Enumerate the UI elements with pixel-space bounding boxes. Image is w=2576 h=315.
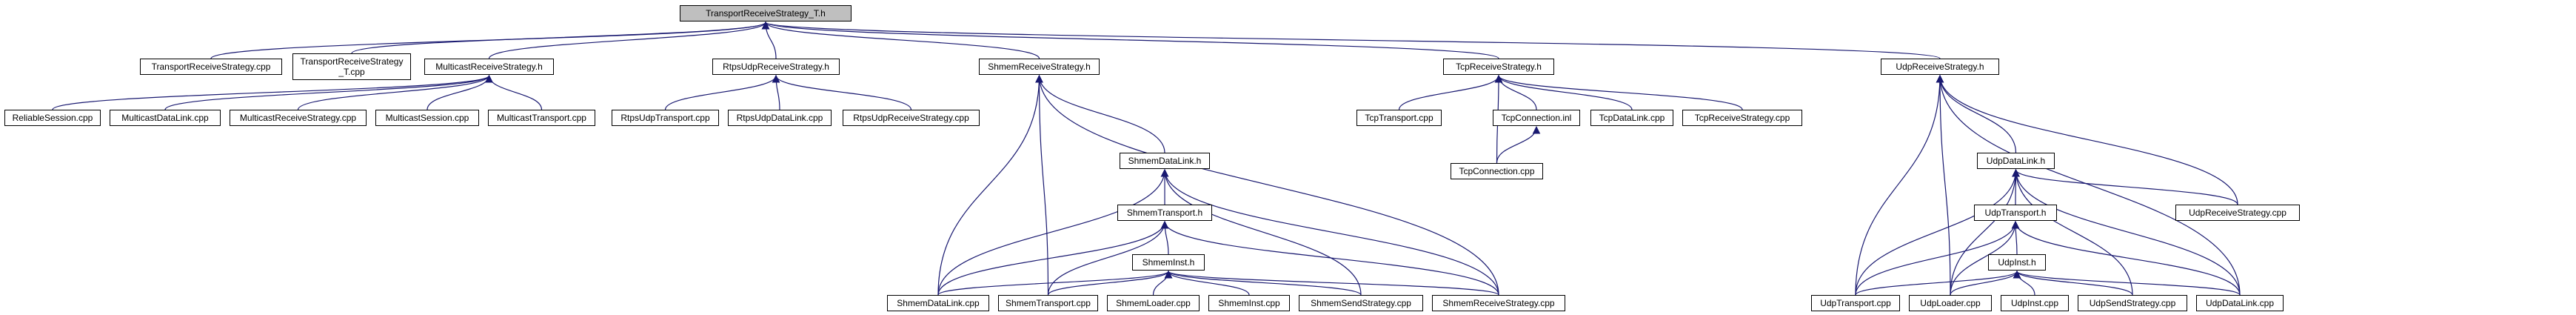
edge-udprs_h-to-root: [762, 21, 1941, 59]
edge-tcpt_cpp-to-tcprs_h: [1398, 74, 1503, 110]
node-shmeminst-h[interactable]: ShmemInst.h: [1132, 254, 1205, 271]
edge-smdl_cpp-to-smdl_h: [937, 168, 1169, 296]
edge-ut_cpp-to-udl_h: [1855, 168, 2020, 296]
node-udpinst-h[interactable]: UdpInst.h: [1988, 254, 2046, 271]
edge-rurs_cpp-to-rurs_h: [772, 74, 912, 110]
edge-smrs_cpp-to-smi_h: [1164, 270, 1499, 296]
node-shmemreceivestrategy-h[interactable]: ShmemReceiveStrategy.h: [979, 59, 1100, 75]
node-transportreceivestrategy-t-cpp[interactable]: TransportReceiveStrategy _T.cpp: [292, 53, 411, 80]
edge-reliable_cpp-to-mrs_h: [52, 74, 493, 110]
edge-ms_cpp-to-mrs_h: [426, 74, 493, 110]
node-rtpsudptransport-cpp[interactable]: RtpsUdpTransport.cpp: [612, 110, 719, 126]
node-udptransport-h[interactable]: UdpTransport.h: [1974, 205, 2057, 221]
edge-smt_cpp-to-smrs_h: [1035, 74, 1049, 296]
edge-uss_cpp-to-udl_h: [2012, 168, 2133, 296]
node-reliablesession-cpp[interactable]: ReliableSession.cpp: [4, 110, 101, 126]
edge-udl_cpp-to-ut_h: [2011, 220, 2241, 296]
edge-smdl_cpp-to-smrs_h: [937, 74, 1043, 296]
node-multicastsession-cpp[interactable]: MulticastSession.cpp: [375, 110, 479, 126]
edge-tcprs_cpp-to-tcprs_h: [1494, 74, 1743, 110]
node-udpdatalink-cpp[interactable]: UdpDataLink.cpp: [2196, 295, 2284, 311]
edge-tcpc_cpp-to-tcpc_inl: [1496, 125, 1541, 164]
node-udpreceivestrategy-cpp[interactable]: UdpReceiveStrategy.cpp: [2175, 205, 2300, 221]
node-shmemsendstrategy-cpp[interactable]: ShmemSendStrategy.cpp: [1299, 295, 1423, 311]
edge-trs_t_cpp-to-root: [351, 21, 770, 54]
node-tcpdatalink-cpp[interactable]: TcpDataLink.cpp: [1590, 110, 1673, 126]
node-transportreceivestrategy-cpp[interactable]: TransportReceiveStrategy.cpp: [140, 59, 282, 75]
node-udploader-cpp[interactable]: UdpLoader.cpp: [1909, 295, 1992, 311]
edge-urs_cpp-to-udprs_h: [1936, 74, 2238, 205]
edge-udl_cpp-to-udprs_h: [1936, 74, 2241, 296]
node-multicastreceivestrategy-h[interactable]: MulticastReceiveStrategy.h: [424, 59, 554, 75]
node-root: TransportReceiveStrategy_T.h: [680, 5, 852, 21]
node-udpinst-cpp[interactable]: UdpInst.cpp: [2001, 295, 2069, 311]
edge-ul_cpp-to-ut_h: [1950, 220, 2020, 296]
edge-smdl_cpp-to-smt_h: [937, 220, 1169, 296]
edge-smss_cpp-to-smdl_h: [1160, 168, 1362, 296]
node-shmemdatalink-cpp[interactable]: ShmemDataLink.cpp: [887, 295, 989, 311]
edge-smrs_cpp-to-smdl_h: [1160, 168, 1499, 296]
edge-smrs_h-to-root: [761, 21, 1040, 59]
edge-udl_h-to-udprs_h: [1936, 74, 2017, 153]
node-rtpsudpreceivestrategy-h[interactable]: RtpsUdpReceiveStrategy.h: [712, 59, 840, 75]
node-shmemtransport-h[interactable]: ShmemTransport.h: [1117, 205, 1212, 221]
edge-smss_cpp-to-smi_h: [1164, 270, 1362, 296]
edge-udl_cpp-to-ui_h: [2013, 270, 2241, 296]
node-tcpconnection-cpp[interactable]: TcpConnection.cpp: [1451, 163, 1543, 179]
edge-rut_cpp-to-rurs_h: [664, 74, 780, 110]
edge-ut_cpp-to-ui_h: [1855, 270, 2021, 296]
node-udptransport-cpp[interactable]: UdpTransport.cpp: [1811, 295, 1900, 311]
node-shmemtransport-cpp[interactable]: ShmemTransport.cpp: [998, 295, 1098, 311]
edge-udl_cpp-to-udl_h: [2012, 168, 2241, 296]
edge-tcpdl_cpp-to-tcprs_h: [1494, 74, 1633, 110]
node-rtpsudpdatalink-cpp[interactable]: RtpsUdpDataLink.cpp: [728, 110, 832, 126]
edge-smrs_cpp-to-smt_h: [1160, 220, 1499, 296]
node-tcpreceivestrategy-h[interactable]: TcpReceiveStrategy.h: [1443, 59, 1554, 75]
edge-mrs_cpp-to-mrs_h: [297, 74, 493, 110]
node-multicastdatalink-cpp[interactable]: MulticastDataLink.cpp: [110, 110, 221, 126]
edge-smdl_cpp-to-smi_h: [937, 270, 1173, 296]
node-multicastreceivestrategy-cpp[interactable]: MulticastReceiveStrategy.cpp: [230, 110, 367, 126]
edge-ul_cpp-to-ui_h: [1950, 270, 2021, 296]
edge-mt_cpp-to-mrs_h: [485, 74, 543, 110]
edge-ul_cpp-to-udl_h: [1950, 168, 2020, 296]
edge-ut_cpp-to-ut_h: [1855, 220, 2020, 296]
node-udpdatalink-h[interactable]: UdpDataLink.h: [1977, 153, 2055, 169]
edge-urs_cpp-to-udl_h: [2012, 168, 2238, 205]
edge-tcprs_h-to-root: [762, 21, 1499, 59]
edge-mrs_h-to-root: [488, 21, 770, 59]
node-shmemloader-cpp[interactable]: ShmemLoader.cpp: [1107, 295, 1200, 311]
edge-smt_cpp-to-smi_h: [1047, 270, 1173, 296]
node-tcpreceivestrategy-cpp[interactable]: TcpReceiveStrategy.cpp: [1682, 110, 1802, 126]
node-tcptransport-cpp[interactable]: TcpTransport.cpp: [1356, 110, 1442, 126]
node-shmeminst-cpp[interactable]: ShmemInst.cpp: [1208, 295, 1290, 311]
edge-smdl_h-to-smrs_h: [1035, 74, 1165, 153]
node-shmemdatalink-h[interactable]: ShmemDataLink.h: [1120, 153, 1210, 169]
edge-uss_cpp-to-ui_h: [2013, 270, 2133, 296]
edge-ul_cpp-to-udprs_h: [1936, 74, 1951, 296]
node-udpsendstrategy-cpp[interactable]: UdpSendStrategy.cpp: [2078, 295, 2187, 311]
edge-ut_cpp-to-udprs_h: [1855, 74, 1944, 296]
node-shmemreceivestrategy-cpp[interactable]: ShmemReceiveStrategy.cpp: [1432, 295, 1565, 311]
edge-rudl_cpp-to-rurs_h: [772, 74, 780, 110]
node-udpreceivestrategy-h[interactable]: UdpReceiveStrategy.h: [1881, 59, 1999, 75]
node-multicasttransport-cpp[interactable]: MulticastTransport.cpp: [488, 110, 595, 126]
edge-smrs_cpp-to-smrs_h: [1035, 74, 1499, 296]
node-rtpsudpreceivestrategy-cpp[interactable]: RtpsUdpReceiveStrategy.cpp: [843, 110, 980, 126]
edge-mdl_cpp-to-mrs_h: [164, 74, 493, 110]
node-tcpconnection-inl[interactable]: TcpConnection.inl: [1493, 110, 1580, 126]
